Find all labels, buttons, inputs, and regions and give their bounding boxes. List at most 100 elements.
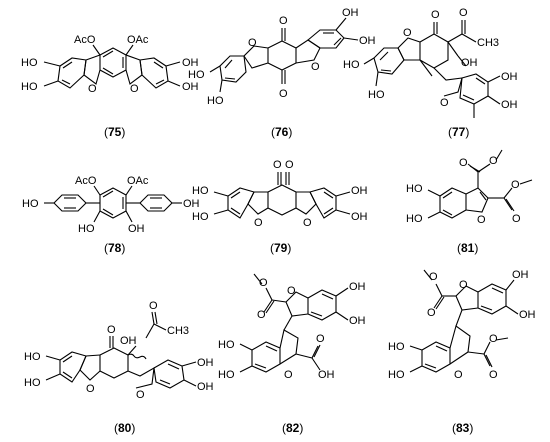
compound-80-methyl: CH3	[167, 325, 189, 337]
compound-80-ketone-1: O	[107, 324, 116, 336]
compound-77-hydroxyl-4: OH	[501, 71, 518, 83]
compound-80-hydroxyl-4: OH	[197, 381, 214, 393]
compound-83-number: 83	[456, 421, 470, 435]
compound-79-hydroxyl-1: HO	[192, 185, 209, 197]
compound-78-number: 78	[108, 241, 122, 255]
compound-77-skeleton	[363, 20, 501, 118]
compound-80-label: (80)	[114, 421, 135, 435]
compound-77-ring-oxygen-2: O	[440, 97, 449, 109]
compound-78-label: (78)	[104, 241, 125, 255]
compound-83-carbonyl-1: O	[427, 307, 436, 319]
compound-75-hydroxyl-3: OH	[182, 57, 199, 69]
compound-81-hydroxyl-1: HO	[406, 183, 423, 195]
compound-76-hydroxyl-3: HO	[188, 69, 205, 81]
compound-75-skeleton	[43, 44, 181, 89]
compound-76-label: (76)	[271, 125, 292, 139]
compound-83-ester-oxygen-1: O	[429, 271, 438, 283]
compound-83-label: (83)	[452, 421, 473, 435]
compound-83-ester-oxygen-2: O	[489, 333, 498, 345]
compound-75-hydroxyl-4: OH	[182, 81, 199, 93]
compound-76-hydroxyl-2: OH	[359, 35, 376, 47]
compound-82-ring-oxygen-1: O	[287, 285, 296, 297]
compound-80: O O OH CH3 HO HO OH OH O O (80)	[24, 300, 214, 435]
compound-79-carbonyl-2: O	[285, 159, 294, 171]
compound-76: OH OH HO HO O O O O (76)	[188, 7, 376, 139]
compound-80-ketone-2: O	[149, 300, 158, 312]
compound-79-hydroxyl-2: HO	[192, 211, 209, 223]
compound-78-hydroxyl-1: HO	[22, 198, 39, 210]
compound-82-ester-oxygen: O	[259, 277, 268, 289]
compound-79: O O HO HO OH OH O O (79)	[192, 159, 368, 255]
compound-79-label: (79)	[270, 241, 291, 255]
compound-80-hydroxyl-1: HO	[24, 351, 41, 363]
compound-83-hydroxyl-2: OH	[519, 309, 536, 321]
compound-83-hydroxyl-3: HO	[388, 341, 405, 353]
compound-82-carbonyl-1: O	[257, 309, 266, 321]
compound-82: O O O OH OH HO HO OH O O (82)	[218, 273, 366, 435]
compound-82-ring-oxygen-2: O	[284, 369, 293, 381]
compound-77-label: (77)	[448, 125, 469, 139]
compound-78-hydroxyl-2: OH	[183, 198, 200, 210]
compound-83-skeleton	[409, 269, 519, 373]
compound-75-ring-oxygen-2: O	[130, 83, 139, 95]
compound-75-acetoxy-2: OAc	[127, 34, 149, 46]
compound-81-ring-oxygen: O	[477, 214, 486, 226]
compound-82-hydroxyl-1: OH	[349, 281, 366, 293]
compound-78-hydroxyl-3: HO	[78, 223, 95, 235]
compound-81-number: 81	[461, 241, 475, 255]
compound-77-methyl: CH3	[477, 37, 499, 49]
compound-83: O O O O OH OH HO HO O O (83)	[388, 269, 536, 435]
compound-81: O O O O HO HO O (81)	[406, 149, 533, 255]
compound-82-carbonyl-2: O	[316, 333, 325, 345]
compound-83-hydroxyl-1: OH	[512, 269, 529, 281]
compound-76-hydroxyl-1: OH	[342, 7, 359, 19]
compound-80-ring-oxygen-1: O	[86, 383, 95, 395]
compound-81-carbonyl-1: O	[459, 157, 468, 169]
compound-80-hydroxyl-3: OH	[197, 357, 214, 369]
compound-77: O O CH3 OH HO HO OH OH O O (77)	[343, 7, 518, 139]
compound-80-ring-oxygen-2: O	[136, 389, 145, 401]
compound-80-skeleton	[45, 311, 197, 389]
compound-80-number: 80	[118, 421, 132, 435]
compound-77-hydroxyl-5: OH	[501, 99, 518, 111]
compound-76-hydroxyl-4: HO	[207, 95, 224, 107]
compound-75-label: (75)	[104, 125, 125, 139]
compound-76-carbonyl-1: O	[279, 15, 288, 27]
compound-80-hydroxyl-side: OH	[120, 335, 137, 347]
compound-82-hydroxyl-2: OH	[349, 315, 366, 327]
compound-82-hydroxyl-3: HO	[218, 339, 235, 351]
compound-77-hydroxyl-3: HO	[368, 89, 385, 101]
compound-75: AcO OAc HO HO OH OH O O (75)	[21, 34, 199, 139]
compound-83-ring-oxygen-1: O	[459, 279, 468, 291]
compound-81-ester-oxygen-1: O	[489, 155, 498, 167]
compound-79-ring-oxygen-1: O	[254, 217, 263, 229]
compound-79-ring-oxygen-2: O	[303, 217, 312, 229]
compound-82-label: (82)	[282, 421, 303, 435]
compound-79-skeleton	[213, 172, 351, 219]
compound-76-ring-oxygen-2: O	[311, 61, 320, 73]
compound-77-hydroxyl-2: HO	[343, 59, 360, 71]
compound-75-hydroxyl-1: HO	[21, 57, 38, 69]
compound-78-skeleton	[44, 185, 182, 223]
compound-75-number: 75	[108, 125, 122, 139]
compound-82-skeleton	[239, 273, 349, 373]
compound-81-label: (81)	[457, 241, 478, 255]
compound-79-hydroxyl-3: OH	[351, 185, 368, 197]
compound-78-acetoxy-2: OAc	[127, 175, 149, 187]
compound-77-ring-oxygen-1: O	[403, 27, 412, 39]
compound-75-hydroxyl-2: HO	[21, 81, 38, 93]
compound-76-number: 76	[275, 125, 289, 139]
compound-83-hydroxyl-4: HO	[388, 369, 405, 381]
compound-77-hydroxyl-1: OH	[461, 57, 478, 69]
compound-78-hydroxyl-4: OH	[128, 223, 145, 235]
compound-83-ring-oxygen-2: O	[454, 369, 463, 381]
compound-81-carbonyl-2: O	[512, 213, 521, 225]
compound-78: AcO OAc HO OH HO OH (78)	[22, 175, 200, 255]
compound-77-ketone-1: O	[431, 9, 440, 21]
compound-79-carbonyl-1: O	[273, 159, 282, 171]
compound-79-hydroxyl-4: OH	[351, 211, 368, 223]
compound-81-skeleton	[427, 149, 533, 219]
compound-75-ring-oxygen-1: O	[88, 83, 97, 95]
compound-77-number: 77	[452, 125, 466, 139]
